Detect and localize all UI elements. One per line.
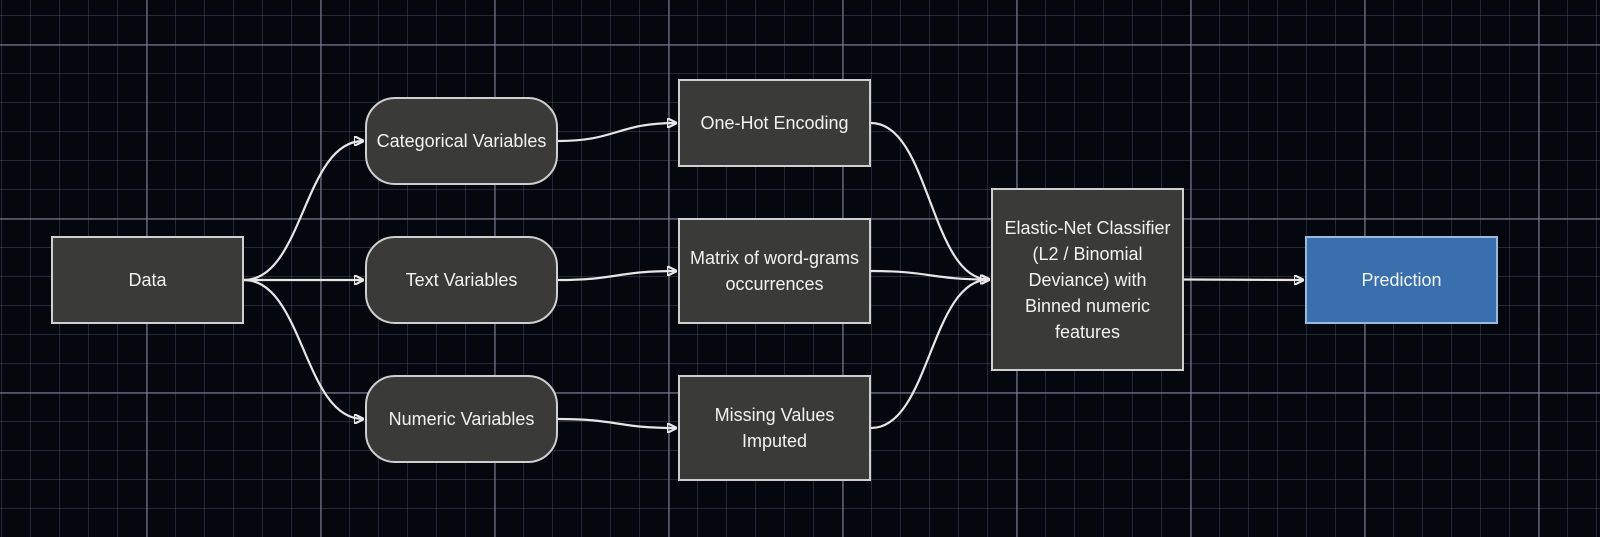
node-data: Data [51, 236, 244, 324]
node-text-variables: Text Variables [365, 236, 558, 324]
edge-classifier-to-prediction [1183, 280, 1303, 281]
edge-missing-to-classifier [870, 280, 989, 430]
edge-wordgrams-to-classifier [870, 269, 989, 280]
node-categorical-variables: Categorical Variables [365, 97, 558, 185]
node-numeric-variables: Numeric Variables [365, 375, 558, 463]
node-missing-values-imputed: Missing Values Imputed [678, 375, 871, 481]
edge-data-to-categorical [243, 141, 363, 282]
node-word-grams-matrix: Matrix of word-grams occurrences [678, 218, 871, 324]
edge-text-to-wordgrams [557, 271, 676, 282]
node-elastic-net-classifier: Elastic-Net Classifier (L2 / Binomial De… [991, 188, 1184, 371]
edge-data-to-numeric [243, 278, 363, 419]
node-prediction: Prediction [1305, 236, 1498, 324]
edge-onehot-to-classifier [870, 121, 989, 280]
node-one-hot-encoding: One-Hot Encoding [678, 79, 871, 167]
edge-numeric-to-missing [557, 417, 676, 428]
edge-categorical-to-onehot [557, 123, 676, 143]
